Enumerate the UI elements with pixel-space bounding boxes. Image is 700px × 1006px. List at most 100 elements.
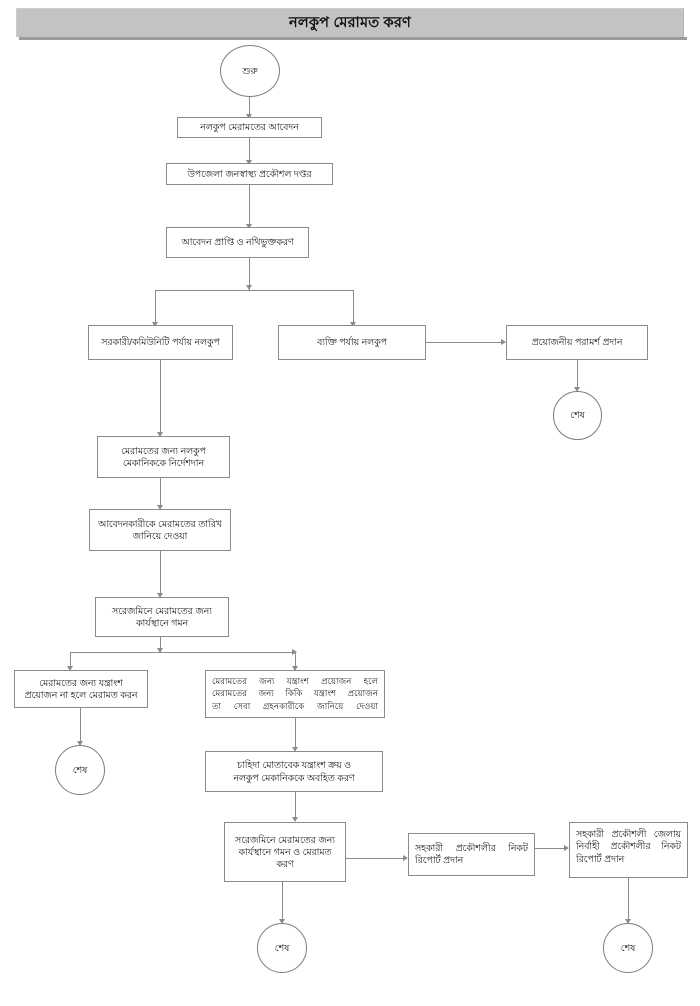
arrowhead-end-report (625, 919, 631, 924)
node-branch-private-label: ব্যক্তি পর্যায় নলকুপ (317, 337, 387, 348)
arrowhead-site-visit (157, 593, 163, 598)
connector-noparts-to-end (80, 708, 81, 744)
arrowhead-purchase (292, 747, 298, 752)
node-end-no-parts-label: শেষ (72, 764, 88, 775)
arrowhead-report-ee (564, 845, 569, 851)
node-report-ee-line3: রিপোর্ট প্রদান (576, 853, 625, 864)
node-receipt-label: আবেদন প্রাপ্তি ও নথিভুক্তকরণ (181, 237, 294, 248)
node-site-visit-line2: কার্যস্থানে গমন (135, 618, 189, 628)
node-parts-needed-line1: মেরামতের জন্য যন্ত্রাংশ প্রয়োজন হলে (212, 676, 378, 686)
node-end-advice[interactable]: শেষ (553, 391, 602, 440)
connector-office-to-receipt (249, 185, 250, 227)
connector-purchase-to-repair (295, 792, 296, 820)
node-instruct-mechanic-line2: মেকানিককে নির্দেশদান (122, 458, 205, 468)
node-site-visit-line1: সরেজমিনে মেরামতের জন্য (112, 605, 212, 616)
arrowhead-parts-needed (292, 666, 298, 671)
arrowhead-parts-needed-right (292, 649, 297, 655)
page-header-shadow (19, 37, 687, 40)
node-report-executive-engineer[interactable]: সহকারী প্রকৌশলী জেলায় নির্বাহী প্রকৌশলী… (569, 822, 688, 878)
connector-sitevisit-down (160, 637, 161, 652)
arrowhead-branch-govt (152, 322, 158, 327)
connector-instruct-to-inform (160, 478, 161, 508)
connector-partsneeded-to-purchase (295, 718, 296, 750)
arrowhead-sitevisit-split (157, 648, 163, 653)
node-end-repair[interactable]: শেষ (257, 923, 307, 973)
connector-partsneeded-down (295, 652, 296, 670)
connector-repair-to-report-ae (346, 858, 406, 859)
node-site-visit[interactable]: সরেজমিনে মেরামতের জন্য কার্যস্থানে গমন (95, 597, 229, 637)
arrowhead-end-advice (574, 387, 580, 392)
connector-advice-to-end (577, 360, 578, 390)
node-repair-onsite[interactable]: সরেজমিনে মেরামতের জন্য কার্যস্থানে গমন ও… (224, 822, 346, 882)
connector-start-to-application (249, 97, 250, 116)
connector-inform-to-sitevisit (160, 551, 161, 596)
connector-split-right-down (353, 290, 354, 325)
node-report-ee-line2: নির্বাহী প্রকৌশলীর নিকট (576, 841, 681, 852)
arrowhead-instruct (157, 432, 163, 437)
node-application[interactable]: নলকুপ মেরামতের আবেদন (177, 117, 322, 138)
node-branch-advice-label: প্রয়োজনীয় পরামর্শ প্রদান (531, 337, 623, 348)
node-receipt[interactable]: আবেদন প্রাপ্তি ও নথিভুক্তকরণ (166, 227, 309, 258)
connector-report-ae-to-ee (535, 848, 567, 849)
node-start[interactable]: শুরু (220, 45, 280, 97)
connector-govt-to-instruct (160, 360, 161, 435)
connector-split-bar (155, 290, 354, 291)
connector-private-to-advice (426, 342, 504, 343)
node-branch-govt-label: সরকারী/কমিউনিটি পর্যায় নলকুপ (101, 337, 220, 348)
connector-report-ee-to-end (628, 878, 629, 922)
arrowhead-report-ae (403, 855, 408, 861)
connector-repair-to-end (282, 882, 283, 922)
arrowhead-inform-date (157, 505, 163, 510)
arrowhead-end-repair (279, 919, 285, 924)
node-parts-needed[interactable]: মেরামতের জন্য যন্ত্রাংশ প্রয়োজন হলে মের… (205, 670, 385, 718)
node-inform-date-line2: জানিয়ে দেওয়া (132, 531, 188, 541)
node-inform-date[interactable]: আবেদনকারীকে মেরামতের তারিখ জানিয়ে দেওয়… (89, 509, 231, 551)
node-start-label: শুরু (242, 65, 258, 76)
node-inform-date-line1: আবেদনকারীকে মেরামতের তারিখ (98, 518, 222, 529)
node-report-ee-line1: সহকারী প্রকৌশলী জেলায় (576, 829, 681, 839)
arrowhead-no-parts (67, 666, 73, 671)
node-no-parts-repair[interactable]: মেরামতের জন্য যন্ত্রাংশ প্রয়োজন না হলে … (14, 670, 148, 708)
node-purchase-parts-line1: চাহিদা মোতাবেক যন্ত্রাংশ ক্রয় ও (237, 760, 351, 771)
node-parts-needed-line2: মেরামতের জন্য কিকি যন্ত্রাংশ প্রয়োজন (212, 688, 378, 699)
node-branch-private[interactable]: ব্যক্তি পর্যায় নলকুপ (278, 325, 426, 360)
arrowhead-office (246, 160, 252, 165)
connector-noparts-down (70, 652, 71, 670)
node-branch-advice[interactable]: প্রয়োজনীয় পরামর্শ প্রদান (506, 325, 648, 360)
node-branch-govt[interactable]: সরকারী/কমিউনিটি পর্যায় নলকুপ (88, 325, 233, 360)
node-repair-onsite-line1: সরেজমিনে মেরামতের জন্য (235, 834, 335, 845)
arrowhead-advice (501, 339, 506, 345)
node-repair-onsite-line3: করণ (276, 859, 294, 870)
arrowhead-receipt (246, 224, 252, 229)
node-report-ae-line1: সহকারী প্রকৌশলীর নিকট (415, 843, 528, 853)
page-title: নলকুপ মেরামত করণ (288, 14, 412, 31)
node-purchase-parts[interactable]: চাহিদা মোতাবেক যন্ত্রাংশ ক্রয় ও নলকুপ ম… (205, 751, 383, 792)
node-end-repair-label: শেষ (274, 942, 290, 953)
node-instruct-mechanic-line1: মেরামতের জন্য নলকুপ (121, 445, 206, 456)
node-end-advice-label: শেষ (570, 410, 585, 421)
arrowhead-end-no-parts (77, 741, 83, 746)
node-application-label: নলকুপ মেরামতের আবেদন (200, 122, 299, 133)
node-parts-needed-line3: তা সেবা গ্রহনকারীকে জানিয়ে দেওয়া (212, 700, 378, 711)
node-repair-onsite-line2: কার্যস্থানে গমন ও মেরামত (238, 846, 332, 857)
node-end-no-parts[interactable]: শেষ (55, 745, 105, 795)
node-office[interactable]: উপজেলা জনস্বাস্থ্য প্রকৌশল দপ্তর (166, 163, 333, 185)
connector-receipt-down (249, 258, 250, 290)
arrowhead-branch-private (350, 322, 356, 327)
node-no-parts-repair-line2: প্রয়োজন না হলে মেরামত করন (24, 690, 138, 700)
page-header-bar: নলকুপ মেরামত করণ (16, 8, 684, 37)
node-no-parts-repair-line1: মেরামতের জন্য যন্ত্রাংশ (39, 677, 123, 688)
node-end-report[interactable]: শেষ (603, 923, 653, 973)
node-report-ae-line2: রিপোর্ট প্রদান (415, 855, 464, 866)
connector-sitevisit-split-bar (70, 652, 296, 653)
arrowhead-application (246, 114, 252, 119)
connector-split-left-down (155, 290, 156, 325)
arrowhead-repair (292, 817, 298, 822)
node-purchase-parts-line2: নলকুপ মেকানিককে অবহিত করণ (233, 772, 355, 783)
connector-application-to-office (249, 138, 250, 163)
node-office-label: উপজেলা জনস্বাস্থ্য প্রকৌশল দপ্তর (187, 168, 312, 179)
node-report-assistant-engineer[interactable]: সহকারী প্রকৌশলীর নিকট রিপোর্ট প্রদান (408, 833, 535, 876)
arrowhead-split-center (246, 285, 252, 290)
node-instruct-mechanic[interactable]: মেরামতের জন্য নলকুপ মেকানিককে নির্দেশদান (97, 436, 230, 478)
